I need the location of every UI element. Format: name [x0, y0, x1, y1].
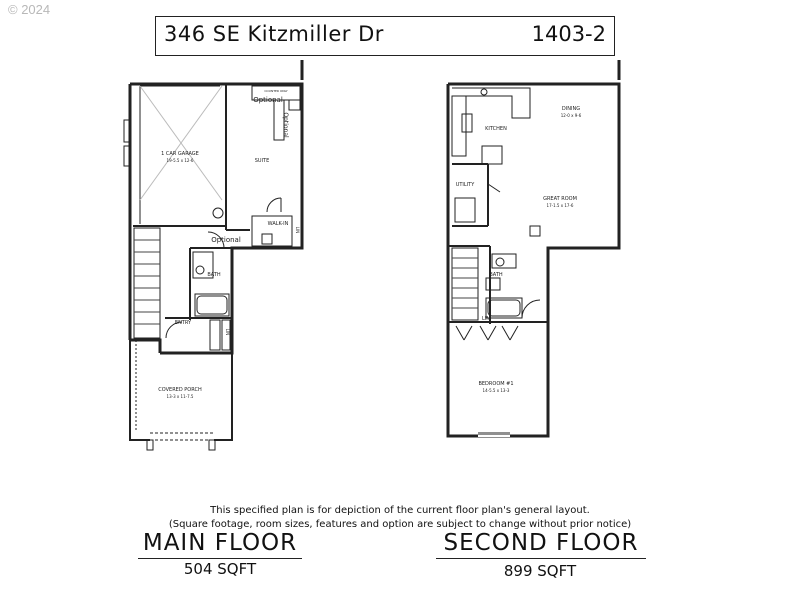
second-bath-label: BATH	[489, 272, 503, 278]
second-floor-details	[451, 87, 541, 437]
main-linen2-label: LIN	[295, 227, 300, 233]
title-box: 346 SE Kitzmiller Dr 1403-2	[155, 16, 615, 56]
second-floor-title: SECOND FLOOR	[436, 530, 646, 559]
main-linen-label: LIN	[225, 329, 230, 335]
optional-mid-label: Optional	[211, 236, 241, 244]
suite-label: SUITE	[255, 158, 270, 164]
utility-label: UTILITY	[456, 182, 476, 188]
copyright-watermark: © 2024	[8, 2, 51, 17]
porch-dim: 13-3 x 11-7.5	[167, 394, 194, 399]
counter-label: COUNTER ONLY	[264, 89, 288, 93]
main-floor-walls	[128, 60, 304, 451]
porch-label: COVERED PORCH	[158, 387, 202, 393]
second-linen-label: LIN	[482, 316, 490, 322]
great-room-label: GREAT ROOM	[543, 196, 577, 202]
dining-label: DINING	[562, 106, 580, 112]
disclaimer-line-2: (Square footage, room sizes, features an…	[168, 519, 632, 530]
garage-label: 1 CAR GARAGE	[161, 151, 199, 157]
main-bath-label: BATH	[207, 272, 221, 278]
walkin-label: WALK-IN	[268, 221, 289, 227]
property-address: 346 SE Kitzmiller Dr	[164, 22, 384, 46]
main-floor-sqft: 504 SQFT	[183, 560, 257, 578]
garage-dim: 19-5.5 x 12-6	[167, 158, 194, 163]
bedroom-dim: 14-5.5 x 13-3	[483, 388, 510, 393]
optional-vertical-label: Optional	[282, 112, 289, 138]
main-floor-details	[123, 85, 301, 351]
optional-top-label: Optional	[253, 96, 283, 104]
disclaimer-line-1: This specified plan is for depiction of …	[210, 505, 590, 516]
entry-label: ENTRY	[175, 320, 192, 326]
bedroom-label: BEDROOM #1	[478, 381, 513, 387]
kitchen-label: KITCHEN	[485, 126, 507, 132]
plan-number: 1403-2	[531, 22, 606, 46]
great-room-dim: 17-1.5 x 17-6	[547, 203, 574, 208]
main-floor-title: MAIN FLOOR	[138, 530, 302, 559]
second-floor-sqft: 899 SQFT	[503, 562, 577, 580]
dining-dim: 12-0 x 9-6	[561, 113, 582, 118]
